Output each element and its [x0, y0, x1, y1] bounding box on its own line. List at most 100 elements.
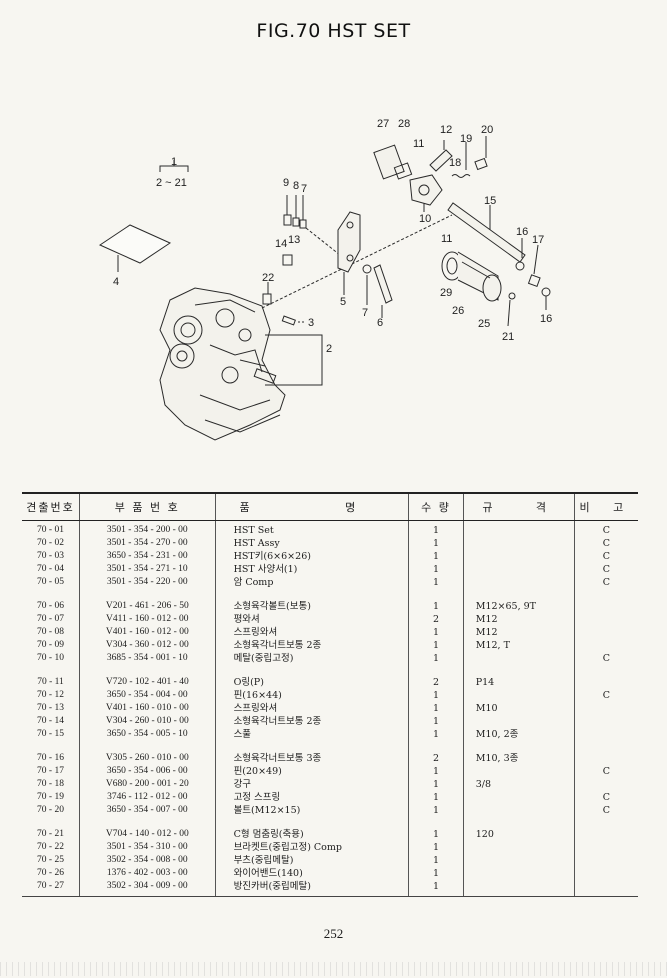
cell-name: 핀(20×49) — [214, 765, 409, 778]
cell-part-no: 3501 - 354 - 271 - 10 — [79, 563, 216, 576]
callout-11b: 11 — [441, 233, 452, 245]
cell-name: HST 사양서(1) — [214, 563, 409, 576]
cell-qty: 1 — [408, 537, 464, 550]
cell-note: C — [573, 550, 638, 563]
cell-qty: 1 — [408, 841, 464, 854]
callout-10: 10 — [419, 213, 431, 225]
callout-4: 4 — [113, 276, 119, 288]
cell-qty: 1 — [408, 652, 464, 665]
figure-title: FIG.70 HST SET — [256, 20, 411, 42]
cell-part-no: 3650 - 354 - 007 - 00 — [79, 804, 216, 817]
callout-21: 21 — [502, 331, 514, 343]
cell-spec — [462, 841, 575, 854]
callout-17: 17 — [532, 234, 544, 246]
callout-16a: 16 — [516, 226, 528, 238]
part-3-key — [281, 315, 296, 326]
cell-ref: 70 - 18 — [37, 779, 64, 789]
cell-spec — [462, 563, 575, 576]
cell-ref: 70 - 09 — [37, 640, 64, 650]
cell-ref: 70 - 01 — [37, 525, 64, 535]
cell-ref: 70 - 02 — [37, 538, 64, 548]
cell-part-no: 3502 - 354 - 008 - 00 — [79, 854, 216, 867]
cell-ref: 70 - 04 — [37, 564, 64, 574]
cell-spec: M12, T — [462, 639, 575, 652]
cell-qty: 1 — [408, 563, 464, 576]
cell-part-no: 3685 - 354 - 001 - 10 — [79, 652, 216, 665]
callout-28: 28 — [398, 118, 410, 130]
callout-22: 22 — [262, 272, 274, 284]
cell-ref: 70 - 20 — [37, 805, 64, 815]
callout-13: 13 — [288, 234, 300, 246]
cell-ref: 70 - 06 — [37, 601, 64, 611]
part-2-hst-assy — [159, 287, 286, 441]
callout-19: 19 — [460, 133, 472, 145]
cell-ref: 70 - 16 — [37, 753, 64, 763]
cell-ref: 70 - 10 — [37, 653, 64, 663]
cell-spec: M12 — [462, 626, 575, 639]
cell-part-no: 3502 - 304 - 009 - 00 — [79, 880, 216, 897]
part-15-spool — [447, 202, 526, 263]
exploded-view-diagram: 1 2 ~ 21 4 9 8 7 14 13 22 5 7 6 3 2 27 2… — [98, 118, 552, 441]
cell-note — [573, 626, 638, 639]
table-header-row: 견출번호 부 품 번 호 품 명 수 량 규 격 비 고 — [22, 492, 638, 521]
cell-qty: 1 — [408, 689, 464, 702]
cell-part-no: 1376 - 402 - 003 - 00 — [79, 867, 216, 880]
cell-name: 고정 스프링 — [214, 791, 409, 804]
cell-spec: M10, 2종 — [462, 728, 575, 741]
cell-qty: 1 — [408, 715, 464, 728]
callout-20: 20 — [481, 124, 493, 136]
cell-qty: 1 — [408, 702, 464, 715]
callout-7b: 7 — [362, 307, 368, 319]
cell-ref: 70 - 15 — [37, 729, 64, 739]
cell-note — [573, 752, 638, 765]
cell-note: C — [573, 563, 638, 576]
cell-qty: 1 — [408, 828, 464, 841]
cell-ref: 70 - 13 — [37, 703, 64, 713]
cell-spec: 120 — [462, 828, 575, 841]
cell-spec — [462, 576, 575, 589]
cell-spec — [462, 689, 575, 702]
cell-part-no: V704 - 140 - 012 - 00 — [79, 828, 216, 841]
cell-part-no: V304 - 360 - 012 - 00 — [79, 639, 216, 652]
callout-2: 2 — [326, 343, 332, 355]
cell-spec: M12 — [462, 613, 575, 626]
cell-part-no: V720 - 102 - 401 - 40 — [79, 676, 216, 689]
cell-name: O링(P) — [214, 676, 409, 689]
cell-name: 소형육각너트보통 2종 — [214, 715, 409, 728]
cell-spec — [462, 880, 575, 897]
part-5-arm — [337, 211, 361, 273]
cell-ref: 70 - 07 — [37, 614, 64, 624]
callout-25: 25 — [478, 318, 490, 330]
page-number: 252 — [323, 926, 344, 941]
cell-spec: 3/8 — [462, 778, 575, 791]
cell-spec — [462, 791, 575, 804]
cell-qty: 1 — [408, 576, 464, 589]
cell-note: C — [573, 804, 638, 817]
cell-note: C — [573, 537, 638, 550]
cell-part-no: 3650 - 354 - 231 - 00 — [79, 550, 216, 563]
cell-qty: 1 — [408, 791, 464, 804]
cell-spec — [462, 715, 575, 728]
cell-name: 브라켓트(중립고정) Comp — [214, 841, 409, 854]
cell-spec — [462, 537, 575, 550]
callout-14: 14 — [275, 238, 287, 250]
cell-spec: P14 — [462, 676, 575, 689]
callout-11a: 11 — [413, 138, 424, 150]
callout-12: 12 — [440, 124, 452, 136]
cell-qty: 1 — [408, 804, 464, 817]
cell-qty: 2 — [408, 752, 464, 765]
